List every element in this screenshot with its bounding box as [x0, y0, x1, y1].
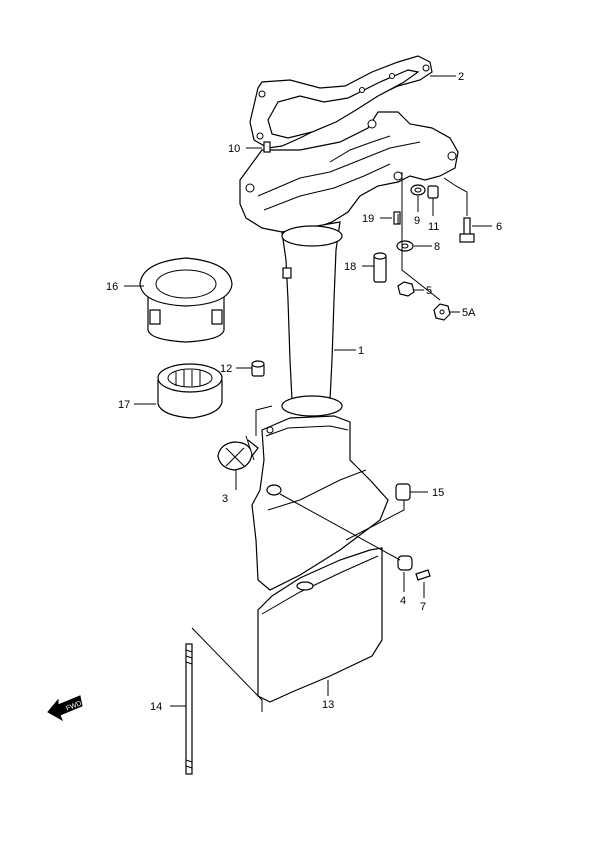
- callout-11: 11: [428, 221, 439, 233]
- callout-18: 18: [344, 261, 356, 273]
- leader-lines: [124, 75, 492, 712]
- callout-13: 13: [322, 699, 334, 711]
- callout-12: 12: [220, 363, 232, 375]
- fwd-arrow-icon: FWD: [47, 695, 83, 722]
- gasket-part: [249, 55, 433, 149]
- callouts: 2 10 1 6 9 11 19 8 18 5 5A 16 17 12 3 15…: [106, 71, 502, 713]
- mount-cover-part: [139, 257, 233, 343]
- callout-1: 1: [358, 345, 364, 357]
- cover-part: [217, 439, 259, 471]
- washer-9-part: [410, 184, 426, 196]
- callout-19: 19: [362, 213, 374, 225]
- mount-part: [157, 363, 223, 419]
- callout-6: 6: [496, 221, 502, 233]
- callout-15: 15: [432, 487, 444, 499]
- pin-18-part: [373, 252, 387, 283]
- callout-3: 3: [222, 493, 228, 505]
- callout-4: 4: [400, 595, 406, 607]
- callout-5a: 5A: [462, 307, 476, 319]
- lower-cover-part: [257, 547, 383, 703]
- callout-8: 8: [434, 241, 440, 253]
- screw-7-part: [415, 569, 431, 581]
- callout-14: 14: [150, 701, 162, 713]
- callout-17: 17: [118, 399, 130, 411]
- driveshaft-housing-part: [239, 111, 459, 591]
- callout-5: 5: [426, 285, 432, 297]
- callout-7: 7: [420, 601, 426, 613]
- washer-8-part: [396, 240, 414, 252]
- grommet-4-part: [397, 555, 413, 571]
- callout-2: 2: [458, 71, 464, 83]
- screw-19-part: [393, 211, 401, 225]
- grommet-11-part: [427, 185, 439, 199]
- callout-9: 9: [414, 215, 420, 227]
- bolt-6-part: [459, 217, 475, 243]
- callout-10: 10: [228, 143, 240, 155]
- nut-5-part: [397, 281, 415, 297]
- bushing-15-part: [395, 483, 411, 501]
- stud-part: [185, 643, 193, 775]
- pin-10-part: [263, 141, 271, 153]
- callout-16: 16: [106, 281, 118, 293]
- plug-part: [251, 360, 265, 377]
- nut-5a-part: [433, 303, 451, 321]
